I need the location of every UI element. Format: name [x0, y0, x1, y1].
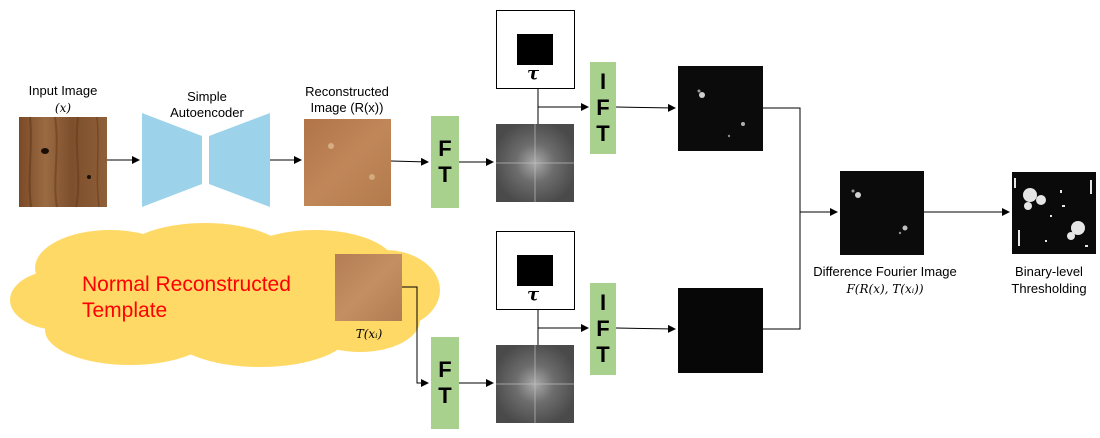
mask-tau-symbol-top: τ	[527, 63, 540, 84]
difference-label-line1: Difference Fourier Image	[813, 264, 957, 279]
ift-block-bottom: I F T	[590, 283, 616, 375]
mask-square-bottom	[517, 255, 553, 286]
reconstructed-image	[304, 119, 391, 206]
autoencoder-label-line1: Simple	[187, 89, 227, 104]
ift-top-letter-f: F	[596, 95, 610, 120]
ft-top-letter-t: T	[438, 162, 452, 187]
ft-block-bottom: F T	[431, 337, 459, 429]
threshold-label-line2: Thresholding	[1011, 281, 1087, 296]
ift-block-top: I F T	[590, 62, 616, 154]
binary-threshold-image	[1012, 172, 1096, 254]
autoencoder-label-line2: Autoencoder	[170, 105, 244, 120]
input-image	[19, 116, 107, 208]
ft-bottom-letter-t: T	[438, 383, 452, 408]
cloud-text-line1: Normal Reconstructed	[82, 273, 291, 296]
ft-bottom-letter-f: F	[438, 357, 452, 382]
ift-bottom-letter-f: F	[596, 316, 610, 341]
template-symbol: T(xᵢ)	[355, 327, 383, 341]
ift-top-letter-t: T	[596, 121, 610, 146]
ift-bottom-letter-i: I	[599, 290, 607, 315]
template-image	[335, 254, 402, 321]
input-image-title: Input Image	[28, 83, 98, 98]
ifft-output-top	[678, 66, 763, 151]
ft-top-letter-f: F	[438, 136, 452, 161]
encoder-shape	[142, 113, 202, 207]
ift-top-letter-i: I	[599, 69, 607, 94]
threshold-label-line1: Binary-level	[1015, 264, 1083, 279]
difference-fourier-image	[840, 171, 924, 255]
cloud-text-line2: Template	[82, 299, 168, 322]
mask-tau-bottom: τ	[496, 231, 575, 310]
mask-tau-top: τ	[496, 10, 575, 89]
ift-bottom-letter-t: T	[596, 342, 610, 367]
input-image-symbol: (x)	[54, 101, 72, 115]
difference-label-line2: F(R(x), T(xᵢ))	[846, 282, 924, 296]
decoder-shape	[209, 113, 270, 207]
mask-square-top	[517, 34, 553, 65]
reconstructed-label-line1: Reconstructed	[305, 84, 389, 99]
mask-tau-symbol-bottom: τ	[527, 284, 540, 305]
ifft-output-bottom	[678, 288, 763, 373]
reconstructed-label-line2: Image (R(x))	[310, 100, 384, 115]
ft-block-top: F T	[431, 116, 459, 208]
